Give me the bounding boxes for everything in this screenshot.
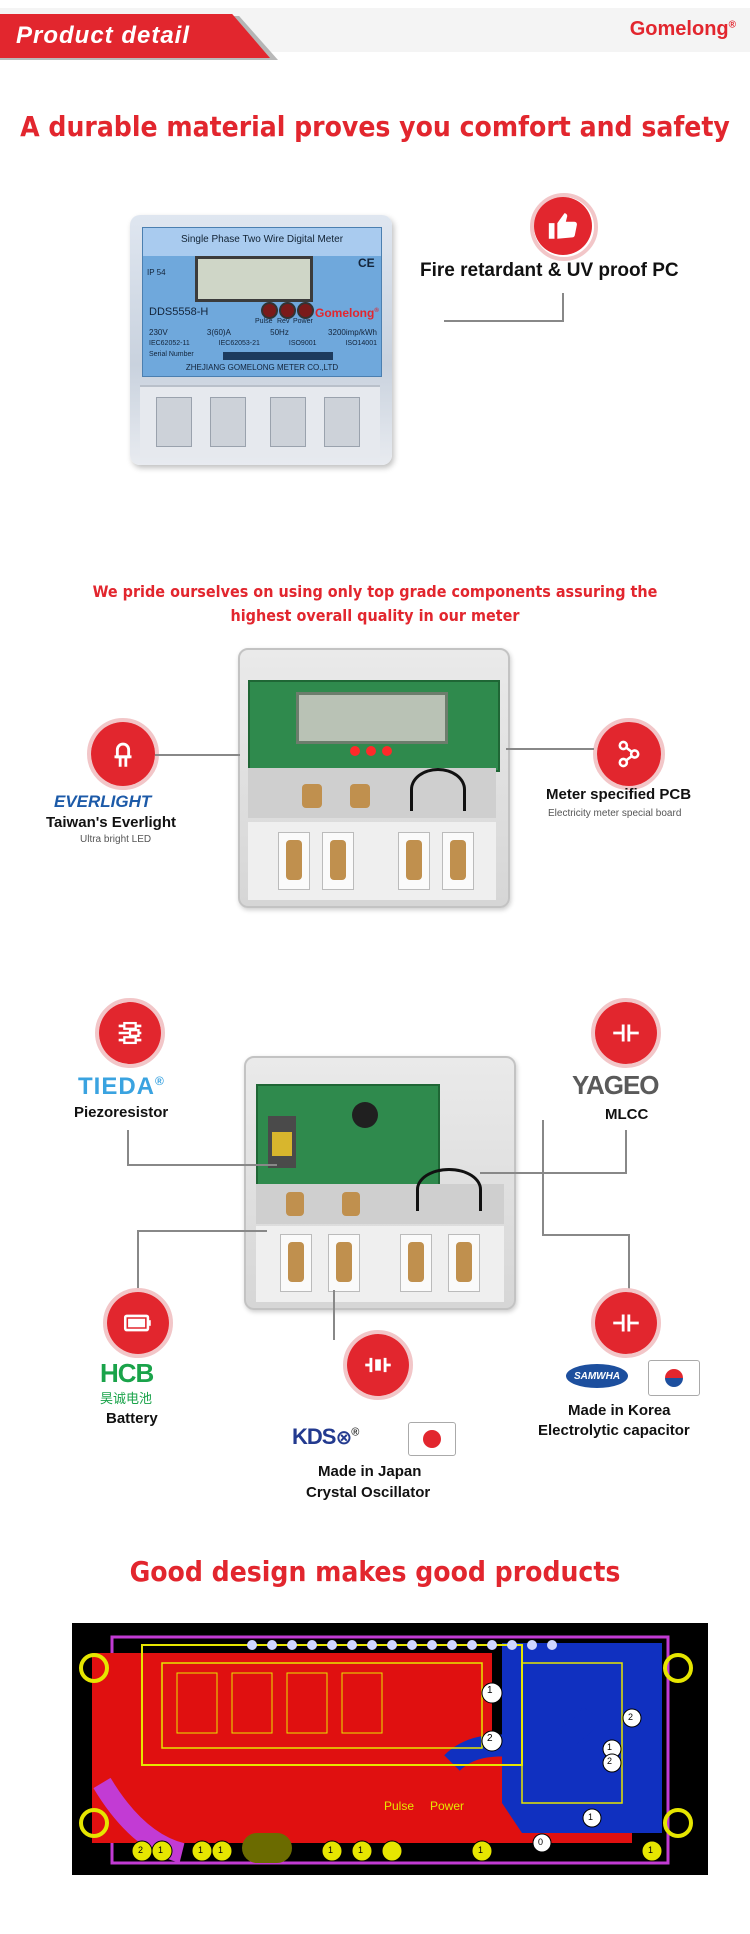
pcb-label-3: 1 [607, 1742, 613, 1752]
pcb-label-15: 1 [358, 1845, 364, 1855]
thumbs-up-icon [534, 197, 592, 255]
pcb-label-8: 1 [328, 1845, 334, 1855]
meter-serial: Serial Number [149, 351, 194, 358]
pcb-label-7: 1 [218, 1845, 224, 1855]
pcb-label-12: 1 [588, 1812, 594, 1822]
yageo-title: MLCC [605, 1106, 649, 1123]
led-rev [279, 302, 296, 319]
led-icon [91, 722, 155, 786]
pcb-board-2 [256, 1084, 440, 1188]
pcb-circuit-icon [597, 722, 661, 786]
meter-company: ZHEJIANG GOMELONG METER CO.,LTD [185, 363, 339, 372]
battery-icon [107, 1292, 169, 1354]
everlight-title: Taiwan's Everlight [46, 814, 176, 831]
page-title: Product detail [16, 22, 191, 49]
led-label-pulse: Pulse [255, 318, 273, 325]
everlight-logo: EVERLIGHT [54, 792, 152, 811]
open-meter-image-2 [244, 1056, 516, 1310]
meter-lcd [195, 256, 313, 302]
led-pulse [261, 302, 278, 319]
kds-logo: KDS⊗® [292, 1424, 359, 1449]
pcb-label-pulse: Pulse [384, 1799, 415, 1813]
pcb-subtitle: Electricity meter special board [548, 808, 682, 819]
feature-label: Fire retardant & UV proof PC [420, 260, 679, 281]
section2-headline-line1: We pride ourselves on using only top gra… [92, 582, 658, 601]
led-power [297, 302, 314, 319]
meter-brand: Gomelong® [315, 306, 379, 320]
pcb-label-14: 2 [628, 1712, 634, 1722]
pcb-layout-image: Pulse Power 1 2 1 2 1 1 1 1 1 1 0 1 2 2 … [72, 1623, 708, 1875]
crystal-oscillator-icon [347, 1334, 409, 1396]
meter-terminal-cover [140, 385, 380, 457]
pcb-board [248, 680, 500, 772]
pcb-label-13: 2 [607, 1756, 613, 1766]
brand-mark: ® [728, 19, 736, 31]
pcb-label-1: 1 [487, 1685, 493, 1696]
brand-logo: Gomelong® [630, 18, 736, 41]
section4-headline: Good design makes good products [129, 1555, 621, 1588]
header-tab [0, 14, 270, 58]
meter-front-image: Single Phase Two Wire Digital Meter IP 5… [130, 215, 400, 465]
pcb-lcd [296, 692, 448, 744]
meter-model: DDS5558-H [149, 306, 209, 318]
korea-flag-icon [648, 1360, 700, 1396]
led-label-power: Power [293, 318, 313, 325]
meter-faceplate: Single Phase Two Wire Digital Meter IP 5… [142, 227, 382, 377]
hcb-logo: HCB [100, 1358, 154, 1388]
tieda-title: Piezoresistor [74, 1104, 169, 1121]
pcb-layout-svg [72, 1623, 708, 1875]
tieda-logo: TIEDA® [78, 1073, 165, 1100]
pcb-title: Meter specified PCB [546, 786, 692, 803]
pcb-label-6: 1 [198, 1845, 204, 1855]
pcb-label-11: 0 [538, 1837, 544, 1847]
ce-mark: CE [358, 256, 375, 270]
open-meter-image-1 [238, 648, 510, 908]
section2-headline-line2: highest overall quality in our meter [230, 606, 520, 625]
electrolytic-capacitor-icon [595, 1292, 657, 1354]
pcb-label-2: 2 [487, 1733, 493, 1744]
kds-title-line1: Made in Japan [318, 1463, 422, 1480]
yageo-logo: YAGEO [572, 1070, 660, 1100]
hcb-logo-sub: 昊诚电池 [100, 1391, 153, 1406]
meter-title: Single Phase Two Wire Digital Meter [180, 234, 344, 245]
brand-name: Gomelong [629, 18, 729, 40]
resistor-icon [99, 1002, 161, 1064]
pcb-label-4: 2 [138, 1845, 144, 1855]
japan-flag-icon [408, 1422, 456, 1456]
pcb-label-10: 1 [648, 1845, 654, 1855]
pcb-label-power: Power [430, 1799, 465, 1813]
hcb-title: Battery [106, 1410, 158, 1427]
samwha-title-line1: Made in Korea [568, 1402, 671, 1419]
serial-barcode [223, 352, 333, 360]
capacitor-icon [595, 1002, 657, 1064]
section1-headline: A durable material proves you comfort an… [20, 110, 730, 143]
kds-title-line2: Crystal Oscillator [306, 1484, 431, 1501]
pcb-label-5: 1 [158, 1845, 164, 1855]
pcb-label-9: 1 [478, 1845, 484, 1855]
samwha-title-line2: Electrolytic capacitor [538, 1422, 690, 1439]
everlight-subtitle: Ultra bright LED [80, 834, 152, 845]
samwha-logo: SAMWHA [566, 1364, 628, 1388]
feature-line [444, 320, 562, 322]
meter-ip: IP 54 [147, 268, 166, 277]
led-label-rev: Rev [277, 318, 290, 325]
